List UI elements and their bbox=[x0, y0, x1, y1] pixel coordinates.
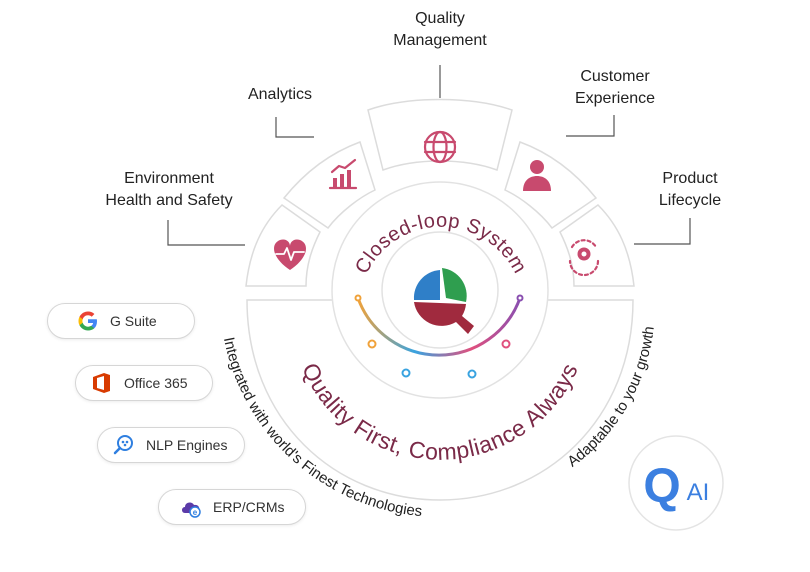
arc-node bbox=[401, 368, 411, 378]
integration-label: ERP/CRMs bbox=[213, 499, 285, 515]
integration-gsuite[interactable]: G Suite bbox=[47, 303, 195, 339]
color-progress-arc bbox=[356, 297, 522, 357]
arc-node bbox=[354, 294, 362, 302]
segment-quality bbox=[367, 98, 513, 171]
connector-ehs bbox=[167, 220, 245, 246]
svg-text:Q: Q bbox=[643, 460, 680, 513]
integration-label: Office 365 bbox=[124, 375, 188, 391]
connector-customer bbox=[566, 115, 615, 137]
user-icon bbox=[523, 160, 551, 191]
label-analytics: Analytics bbox=[247, 86, 313, 103]
qai-logo: Q AI bbox=[628, 435, 724, 531]
arc-node bbox=[467, 369, 477, 379]
integration-nlp[interactable]: NLP Engines bbox=[97, 427, 245, 463]
arc-node bbox=[367, 339, 377, 349]
cloud-e-icon: e bbox=[182, 502, 201, 518]
arc-node bbox=[516, 294, 524, 302]
nlp-search-icon bbox=[113, 435, 133, 455]
integration-erp[interactable]: e ERP/CRMs bbox=[158, 489, 306, 525]
connector-analytics bbox=[275, 117, 314, 138]
google-icon bbox=[78, 311, 97, 331]
integration-label: G Suite bbox=[110, 313, 157, 329]
globe-icon bbox=[423, 130, 457, 164]
integration-office365[interactable]: Office 365 bbox=[75, 365, 213, 401]
integration-label: NLP Engines bbox=[146, 437, 228, 453]
bar-chart-icon bbox=[328, 158, 358, 190]
svg-text:AI: AI bbox=[687, 479, 710, 506]
segment-customer bbox=[504, 141, 598, 230]
connector-product bbox=[634, 218, 691, 245]
segment-product bbox=[559, 204, 635, 287]
connector-lines bbox=[167, 65, 691, 246]
office-icon bbox=[93, 373, 110, 393]
lower-arc-band bbox=[246, 299, 634, 501]
svg-text:e: e bbox=[193, 508, 198, 517]
arc-nodes bbox=[354, 294, 524, 379]
arc-node bbox=[501, 339, 511, 349]
heart-pulse-icon bbox=[274, 239, 306, 270]
gear-cycle-icon bbox=[568, 239, 600, 277]
center-logo-icon bbox=[413, 268, 474, 334]
